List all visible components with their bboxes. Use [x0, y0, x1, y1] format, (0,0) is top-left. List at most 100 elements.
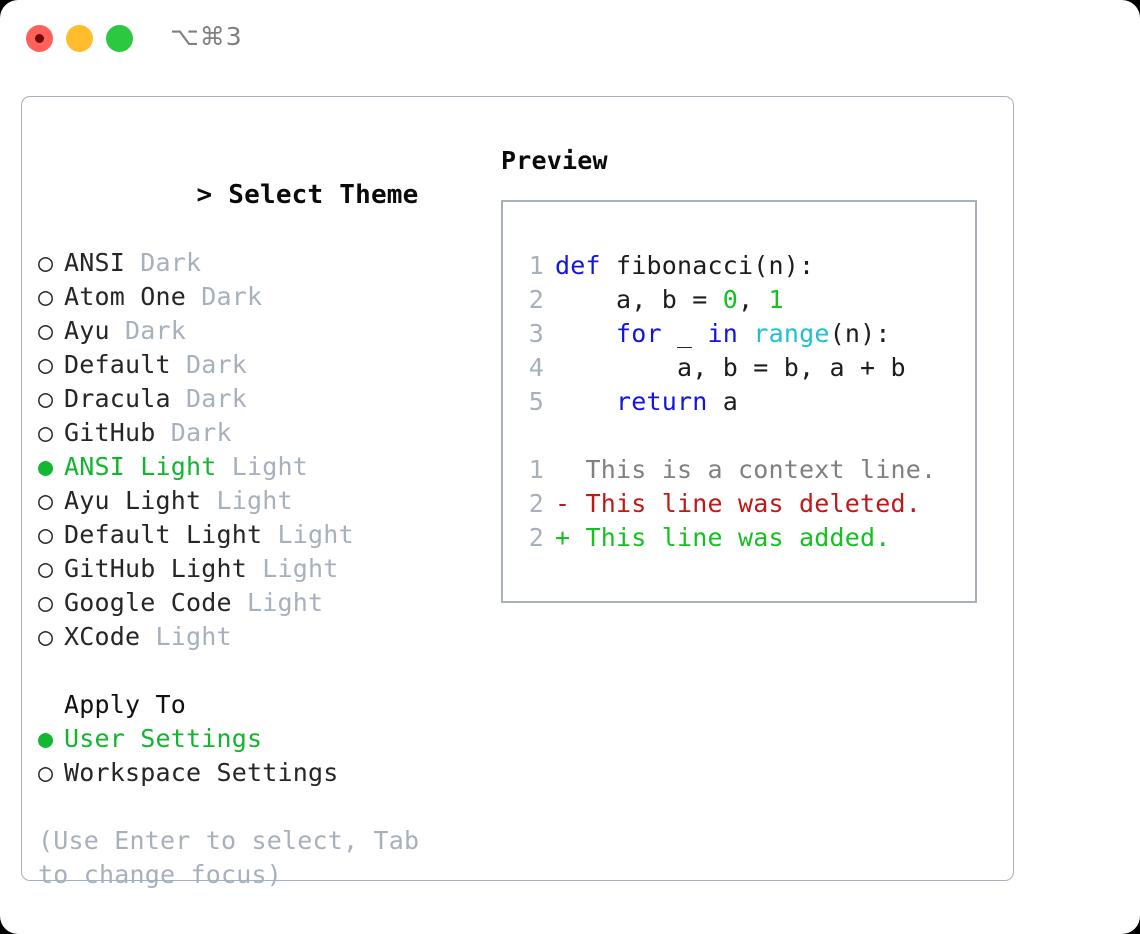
code-token-num: 0 — [722, 285, 739, 314]
code-line: 4 a, b = b, a + b — [518, 351, 936, 385]
diff-marker: - — [555, 489, 571, 518]
radio-unselected-icon: ○ — [38, 554, 54, 583]
theme-variant-label: Light — [247, 554, 339, 583]
diff-line: 1 This is a context line. — [518, 453, 936, 487]
theme-name-label: ANSI Light — [64, 452, 217, 481]
code-token-num: 1 — [768, 285, 784, 314]
code-token-txt — [555, 319, 616, 348]
theme-name-label: Dracula — [64, 384, 171, 413]
diff-text: This is a context line. — [570, 455, 937, 484]
theme-option-row[interactable]: ○ XCode Light — [38, 620, 498, 654]
theme-variant-label: Dark — [125, 248, 202, 277]
theme-option-row[interactable]: ○ Dracula Dark — [38, 382, 498, 416]
radio-unselected-icon: ○ — [38, 520, 54, 549]
theme-option-row[interactable]: ○ Ayu Dark — [38, 314, 498, 348]
code-token-txt — [738, 319, 753, 348]
line-number: 1 — [528, 251, 544, 280]
diff-line-number: 1 — [528, 455, 544, 484]
radio-unselected-icon: ○ — [38, 316, 54, 345]
theme-variant-label: Dark — [170, 384, 248, 413]
code-line: 3 for _ in range(n): — [518, 317, 936, 351]
apply-to-list: ● User Settings ○ Workspace Settings — [38, 722, 498, 790]
apply-to-label: User Settings — [64, 724, 263, 753]
zoom-button[interactable] — [106, 25, 133, 52]
title-prefix-caret: > — [196, 180, 213, 210]
theme-option-row[interactable]: ● ANSI Light Light — [38, 450, 498, 484]
theme-name-label: XCode — [64, 622, 141, 651]
theme-variant-label: Light — [140, 622, 232, 651]
theme-option-row[interactable]: ○ ANSI Dark — [38, 246, 498, 280]
theme-name-label: ANSI — [64, 248, 126, 277]
theme-option-row[interactable]: ○GitHub Dark — [38, 416, 498, 450]
apply-to-option-row[interactable]: ○ Workspace Settings — [38, 756, 498, 790]
theme-name-label: GitHub — [64, 418, 156, 447]
close-button[interactable] — [26, 25, 53, 52]
radio-unselected-icon: ○ — [38, 588, 54, 617]
theme-variant-label: Light — [262, 520, 354, 549]
theme-variant-label: Light — [201, 486, 293, 515]
code-token-txt: a — [707, 387, 739, 416]
theme-option-row[interactable]: ○GitHub Light Light — [38, 552, 498, 586]
theme-name-label: Ayu — [64, 316, 110, 345]
radio-unselected-icon: ○ — [38, 622, 54, 651]
window-controls — [26, 25, 133, 52]
theme-variant-label: Light — [231, 588, 324, 617]
code-token-txt: , — [738, 285, 769, 314]
theme-option-row[interactable]: ○Google Code Light — [38, 586, 498, 620]
page-title: > Select Theme — [38, 144, 498, 246]
radio-unselected-icon: ○ — [38, 384, 54, 413]
theme-variant-label: Light — [216, 452, 309, 481]
diff-line-number: 2 — [528, 523, 544, 552]
main-panel: > Select Theme ○ANSI Dark○Atom One Dark○… — [21, 96, 1014, 889]
line-number: 5 — [528, 387, 544, 416]
apply-to-option-row[interactable]: ● User Settings — [38, 722, 498, 756]
code-line: 1 def fibonacci(n): — [518, 249, 936, 283]
line-number: 3 — [528, 319, 544, 348]
theme-option-row[interactable]: ○ Atom One Dark — [38, 280, 498, 314]
apply-to-heading: Apply To — [64, 690, 187, 719]
theme-option-row[interactable]: ○ Ayu Light Light — [38, 484, 498, 518]
code-token-txt: fibonacci(n): — [600, 251, 815, 280]
keyboard-shortcut-label: ⌥⌘3 — [170, 22, 243, 51]
theme-option-row[interactable]: ○ Default Dark — [38, 348, 498, 382]
code-token-fn: range — [753, 319, 830, 348]
radio-unselected-icon: ○ — [38, 350, 54, 379]
keyboard-hint: (Use Enter to select, Tab to change focu… — [38, 826, 420, 889]
diff-line: 2 + This line was added. — [518, 521, 936, 555]
theme-variant-label: Dark — [186, 282, 263, 311]
theme-option-row[interactable]: ○ Default Light Light — [38, 518, 498, 552]
apply-to-label: Workspace Settings — [64, 758, 339, 787]
minimize-button[interactable] — [66, 25, 93, 52]
theme-variant-label: Dark — [170, 350, 248, 379]
radio-unselected-icon: ○ — [38, 486, 54, 515]
title-text: Select Theme — [228, 180, 419, 210]
theme-name-label: Ayu Light — [64, 486, 202, 515]
theme-list: ○ ANSI Dark ○ Atom One Dark ○ Ayu Dark ○ Defaul… — [38, 246, 498, 654]
line-number: 2 — [528, 285, 544, 314]
theme-selection-column: > Select Theme ○ANSI Dark○Atom One Dark○… — [38, 144, 498, 892]
theme-variant-label: Dark — [109, 316, 187, 345]
radio-unselected-icon: ○ — [38, 282, 54, 311]
code-line: 2 a, b = 0, 1 — [518, 283, 936, 317]
radio-unselected-icon: ○ — [38, 418, 54, 447]
diff-text: This line was added. — [570, 523, 891, 552]
code-token-kw: in — [707, 319, 739, 348]
radio-unselected-icon: ○ — [38, 248, 54, 277]
theme-name-label: Atom One — [64, 282, 187, 311]
diff-marker: + — [555, 523, 571, 552]
radio-unselected-icon: ○ — [38, 758, 54, 787]
theme-name-label: Default — [64, 350, 171, 379]
radio-selected-icon: ● — [38, 724, 54, 753]
code-token-txt: a, b = b, a + b — [555, 353, 906, 382]
theme-name-label: Default Light — [64, 520, 263, 549]
code-token-kw: def — [555, 251, 601, 280]
title-bar: ⌥⌘3 — [0, 0, 1140, 78]
list-spacer — [38, 654, 498, 688]
diff-line: 2- This line was deleted. — [518, 487, 936, 521]
code-token-txt: (n): — [829, 319, 891, 348]
code-token-txt: a, b = — [555, 285, 723, 314]
radio-selected-icon: ● — [38, 452, 54, 481]
